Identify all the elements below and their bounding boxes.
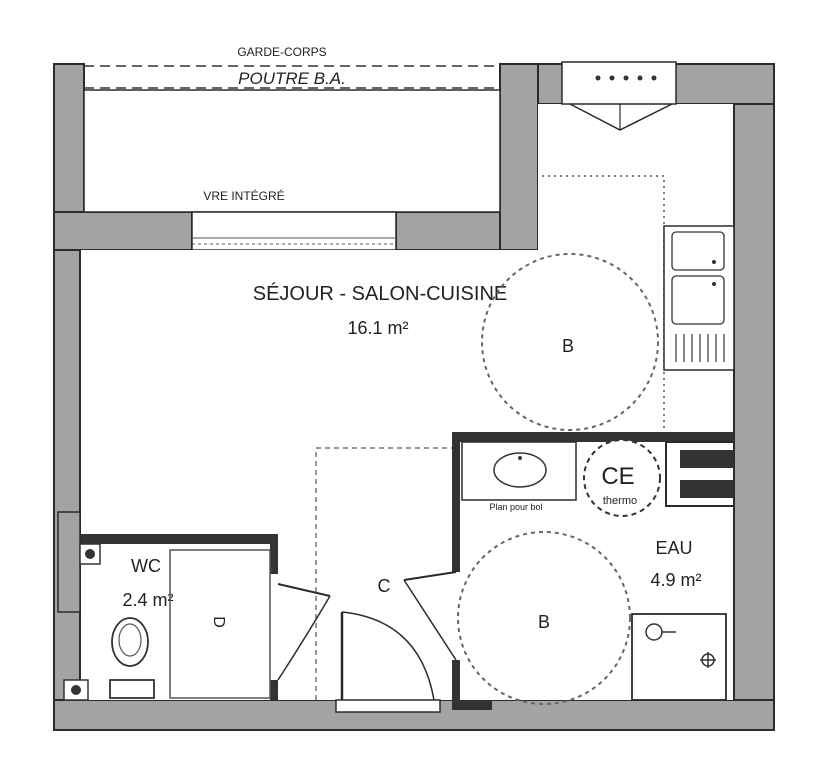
wc-door bbox=[277, 583, 331, 681]
wc-door-swing bbox=[277, 595, 331, 681]
bathroom-bottom-wall bbox=[452, 700, 492, 710]
water-heater-sublabel: thermo bbox=[603, 495, 637, 507]
basin-bowl bbox=[493, 452, 547, 488]
duct-shaft-block bbox=[680, 480, 734, 498]
turning-circle-living bbox=[481, 253, 659, 431]
closet-label: C bbox=[378, 576, 391, 596]
basin-tap bbox=[518, 456, 522, 460]
wc-clear-space-label: D bbox=[210, 616, 227, 628]
wc-walls bbox=[57, 511, 278, 701]
water-heater-outline bbox=[583, 439, 661, 517]
wc-top-wall bbox=[80, 534, 276, 544]
turning-circle-living-label: B bbox=[562, 336, 574, 356]
wc-corner-duct bbox=[71, 685, 81, 695]
vent-hole bbox=[651, 75, 657, 81]
guardrail-label: GARDE-CORPS bbox=[237, 45, 326, 59]
wc-name: WC bbox=[131, 556, 161, 576]
sink-drain bbox=[712, 282, 716, 286]
toilet-seat bbox=[118, 623, 142, 657]
balcony: GARDE-CORPS POUTRE B.A. VRE INTÉGRÉ bbox=[53, 45, 539, 251]
bathroom-door-swing bbox=[403, 579, 457, 661]
bathroom-area: 4.9 m² bbox=[650, 570, 701, 590]
bathroom-top-wall bbox=[452, 432, 734, 442]
balcony-bottom-wall-left bbox=[53, 211, 193, 251]
toilet-icon bbox=[109, 617, 155, 699]
balcony-right-wall bbox=[499, 63, 539, 251]
wc-right-wall-lower bbox=[270, 680, 278, 700]
turning-circle-bathroom bbox=[457, 531, 631, 705]
turning-circle-bathroom-label: B bbox=[538, 612, 550, 632]
living-room-area: 16.1 m² bbox=[347, 318, 408, 338]
entrance-door-swing bbox=[341, 611, 435, 701]
toilet-bowl bbox=[111, 617, 149, 667]
wc-door-leaf bbox=[277, 583, 331, 597]
toilet-tank bbox=[109, 679, 155, 699]
beam-label: POUTRE B.A. bbox=[238, 69, 346, 88]
closet-outline bbox=[315, 447, 452, 700]
kitchen-counter-outline bbox=[542, 175, 665, 432]
vent-hole bbox=[637, 75, 643, 81]
wc-corner-duct bbox=[85, 549, 95, 559]
vent-hole bbox=[609, 75, 615, 81]
entrance-door bbox=[335, 611, 441, 713]
bathroom-left-wall-lower bbox=[452, 660, 460, 700]
right-exterior-wall bbox=[733, 63, 775, 731]
duct-shaft-block bbox=[680, 450, 734, 468]
wc-right-wall-upper bbox=[270, 534, 278, 574]
left-exterior-wall bbox=[53, 249, 81, 721]
shutter-label: VRE INTÉGRÉ bbox=[203, 188, 284, 203]
entrance-threshold bbox=[335, 699, 441, 713]
living-room-name: SÉJOUR - SALON-CUISINE bbox=[253, 282, 507, 305]
vent-hole bbox=[595, 75, 601, 81]
water-heater-label: CE bbox=[601, 463, 634, 490]
bathroom-name: EAU bbox=[655, 538, 692, 558]
kitchen-sink-icon bbox=[663, 225, 735, 371]
water-heater-ce-icon: CE thermo bbox=[583, 439, 661, 517]
vent-frame bbox=[561, 61, 677, 105]
bathroom-walls bbox=[452, 432, 735, 710]
shower-tray-icon bbox=[631, 613, 727, 701]
wc-left-pillar bbox=[57, 511, 81, 613]
basin-caption: Plan pour bol bbox=[489, 502, 542, 512]
wc-area: 2.4 m² bbox=[122, 590, 173, 610]
sink-basin-bottom bbox=[671, 275, 725, 325]
washbasin-icon bbox=[461, 441, 577, 501]
exterior-walls bbox=[53, 63, 775, 731]
vent-hole bbox=[623, 75, 629, 81]
drainboard bbox=[675, 334, 725, 362]
sink-basin-top bbox=[671, 231, 725, 271]
bathroom-left-wall-upper bbox=[452, 432, 460, 572]
balcony-inner bbox=[83, 89, 501, 213]
wc-clear-space bbox=[169, 549, 271, 699]
ventilation-grille-icon bbox=[561, 61, 677, 131]
bathroom-door-leaf bbox=[403, 571, 457, 581]
bathroom-door bbox=[403, 571, 457, 661]
sink-drain bbox=[712, 260, 716, 264]
shower-tray bbox=[631, 613, 727, 701]
